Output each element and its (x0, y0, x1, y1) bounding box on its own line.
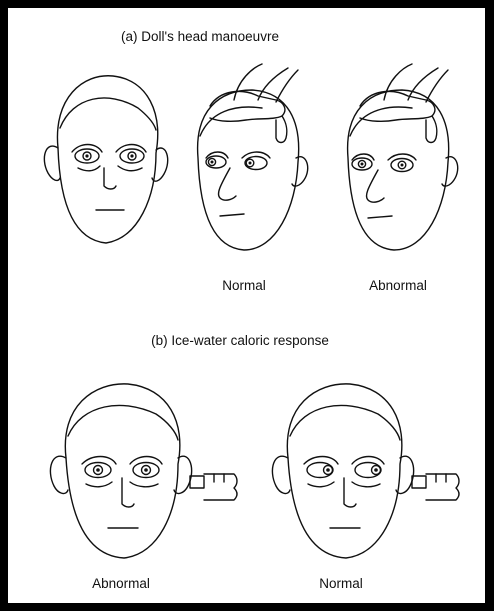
doll-abnormal-label: Abnormal (369, 278, 427, 293)
diagram-panel: (a) Doll's head manoeuvre Normal Abnorma… (8, 8, 485, 603)
section-a-title: (a) Doll's head manoeuvre (121, 29, 279, 44)
face-caloric-normal (260, 378, 470, 568)
doll-normal-label: Normal (222, 278, 266, 293)
caloric-abnormal-label: Abnormal (92, 576, 150, 591)
face-doll-abnormal (330, 60, 470, 270)
face-caloric-abnormal (38, 378, 248, 568)
face-front-neutral (38, 68, 168, 248)
face-doll-normal (180, 60, 320, 270)
section-b-title: (b) Ice-water caloric response (151, 333, 329, 348)
caloric-normal-label: Normal (319, 576, 363, 591)
